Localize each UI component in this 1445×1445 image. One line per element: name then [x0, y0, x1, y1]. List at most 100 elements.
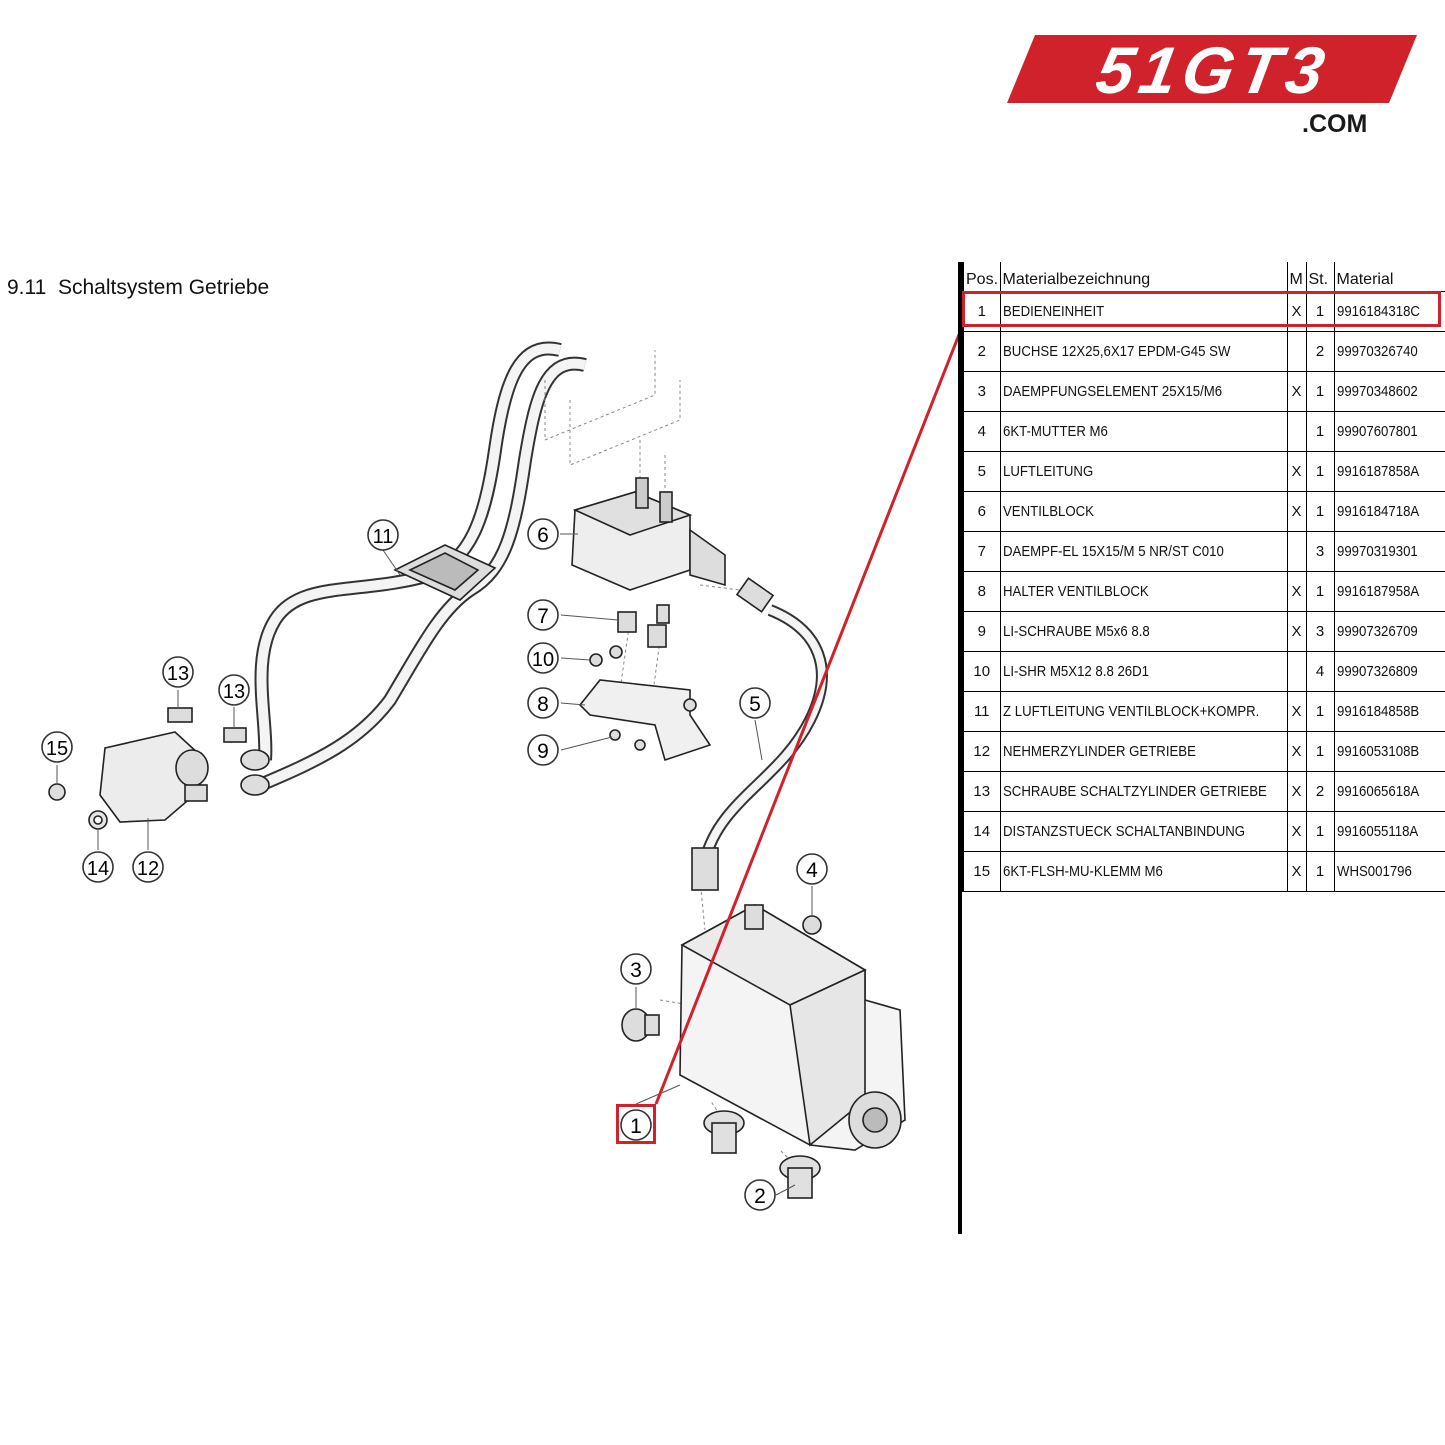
callout-12[interactable]: 12: [132, 851, 164, 883]
hose-fitting: [735, 577, 775, 613]
cell-m: X: [1286, 571, 1306, 612]
callout-1[interactable]: 1: [620, 1109, 652, 1141]
air-hose-11: [254, 341, 562, 761]
table-header-row: Pos. Materialbezeichnung M St. Material: [960, 262, 1445, 292]
callout-7[interactable]: 7: [527, 599, 559, 631]
cell-pos: 9: [960, 611, 1000, 652]
cell-material-text: 99907607801: [1336, 423, 1418, 440]
cell-m: X: [1286, 451, 1306, 492]
cell-pos: 13: [960, 771, 1000, 812]
cell-material: 9916187958A: [1333, 571, 1445, 612]
cell-name: LI-SHR M5X12 8.8 26D1: [999, 651, 1287, 692]
cell-pos: 3: [960, 371, 1000, 412]
callout-10[interactable]: 10: [527, 642, 559, 674]
callout-13a-label: 13: [167, 663, 189, 685]
cell-m: [1286, 331, 1306, 372]
cell-name-text: LUFTLEITUNG: [1002, 463, 1093, 480]
brand-logo[interactable]: 51GT3: [1005, 33, 1417, 143]
cell-material-text: 99907326709: [1336, 623, 1418, 640]
cell-name-text: LI-SHR M5X12 8.8 26D1: [1002, 663, 1149, 680]
cell-m: [1286, 411, 1306, 452]
callout-3-label: 3: [630, 959, 642, 982]
callout-6[interactable]: 6: [527, 518, 559, 550]
callout-10-label: 10: [532, 649, 554, 671]
callout-15[interactable]: 15: [41, 731, 73, 763]
cell-st: 2: [1305, 331, 1334, 372]
cell-m: X: [1286, 731, 1306, 772]
callout-8-label: 8: [537, 693, 549, 716]
callout-14[interactable]: 14: [82, 851, 114, 883]
cell-name-text: BEDIENEINHEIT: [1002, 303, 1104, 320]
callout-13a[interactable]: 13: [162, 656, 194, 688]
bracket-8: [578, 679, 712, 762]
callout-5[interactable]: 5: [739, 687, 771, 719]
nut-15: [48, 783, 66, 801]
screw-13b: [223, 727, 247, 743]
cell-pos: 6: [960, 491, 1000, 532]
logo-domain: .COM: [1302, 110, 1368, 138]
cell-name-text: Z LUFTLEITUNG VENTILBLOCK+KOMPR.: [1002, 703, 1259, 720]
cell-m: X: [1286, 491, 1306, 532]
cell-m: X: [1286, 611, 1306, 652]
callout-13b[interactable]: 13: [218, 674, 250, 706]
cell-name: BUCHSE 12X25,6X17 EPDM-G45 SW: [999, 331, 1287, 372]
cell-material-text: 9916065618A: [1336, 783, 1419, 800]
nut-4: [802, 915, 822, 935]
cell-st: 2: [1305, 771, 1334, 812]
callout-2[interactable]: 2: [744, 1179, 776, 1211]
cell-name: LUFTLEITUNG: [999, 451, 1287, 492]
damper-7a: [617, 611, 637, 633]
cell-material: 99907326709: [1333, 611, 1445, 652]
cell-name: 6KT-FLSH-MU-KLEMM M6: [999, 851, 1287, 892]
cell-material-text: 9916184718A: [1336, 503, 1419, 520]
cell-name-text: BUCHSE 12X25,6X17 EPDM-G45 SW: [1002, 343, 1230, 360]
cell-st: 1: [1305, 411, 1334, 452]
cell-pos: 4: [960, 411, 1000, 452]
cell-st: 4: [1305, 651, 1334, 692]
cell-material: WHS001796: [1333, 851, 1445, 892]
callout-4[interactable]: 4: [796, 853, 828, 885]
cell-pos: 8: [960, 571, 1000, 612]
cell-m: X: [1286, 811, 1306, 852]
table-left-rule: [958, 262, 962, 1234]
cell-material-text: 9916184318C: [1336, 303, 1420, 320]
cell-m: X: [1286, 771, 1306, 812]
callout-15-label: 15: [46, 738, 68, 760]
cell-name: 6KT-MUTTER M6: [999, 411, 1287, 452]
callout-1-label: 1: [630, 1115, 642, 1138]
cell-material: 9916053108B: [1333, 731, 1445, 772]
row-highlight-box: [962, 291, 1441, 327]
screw-10b: [609, 645, 623, 659]
cell-st: 3: [1305, 531, 1334, 572]
cell-pos: 10: [960, 651, 1000, 692]
cell-st: 1: [1305, 371, 1334, 412]
callout-3[interactable]: 3: [620, 953, 652, 985]
callout-highlight-box: [616, 1104, 656, 1144]
cell-name-text: DISTANZSTUECK SCHALTANBINDUNG: [1002, 823, 1245, 840]
callout-8[interactable]: 8: [527, 687, 559, 719]
cell-name: Z LUFTLEITUNG VENTILBLOCK+KOMPR.: [999, 691, 1287, 732]
screw-13a: [167, 707, 193, 723]
damper-7b: [647, 624, 667, 648]
header-name: Materialbezeichnung: [999, 262, 1287, 292]
cell-st: 1: [1305, 731, 1334, 772]
cell-material: 99970326740: [1333, 331, 1445, 372]
callout-11[interactable]: 11: [367, 519, 399, 551]
callout-9[interactable]: 9: [527, 734, 559, 766]
callout-4-label: 4: [806, 859, 818, 882]
slave-cylinder-12: [99, 731, 201, 823]
